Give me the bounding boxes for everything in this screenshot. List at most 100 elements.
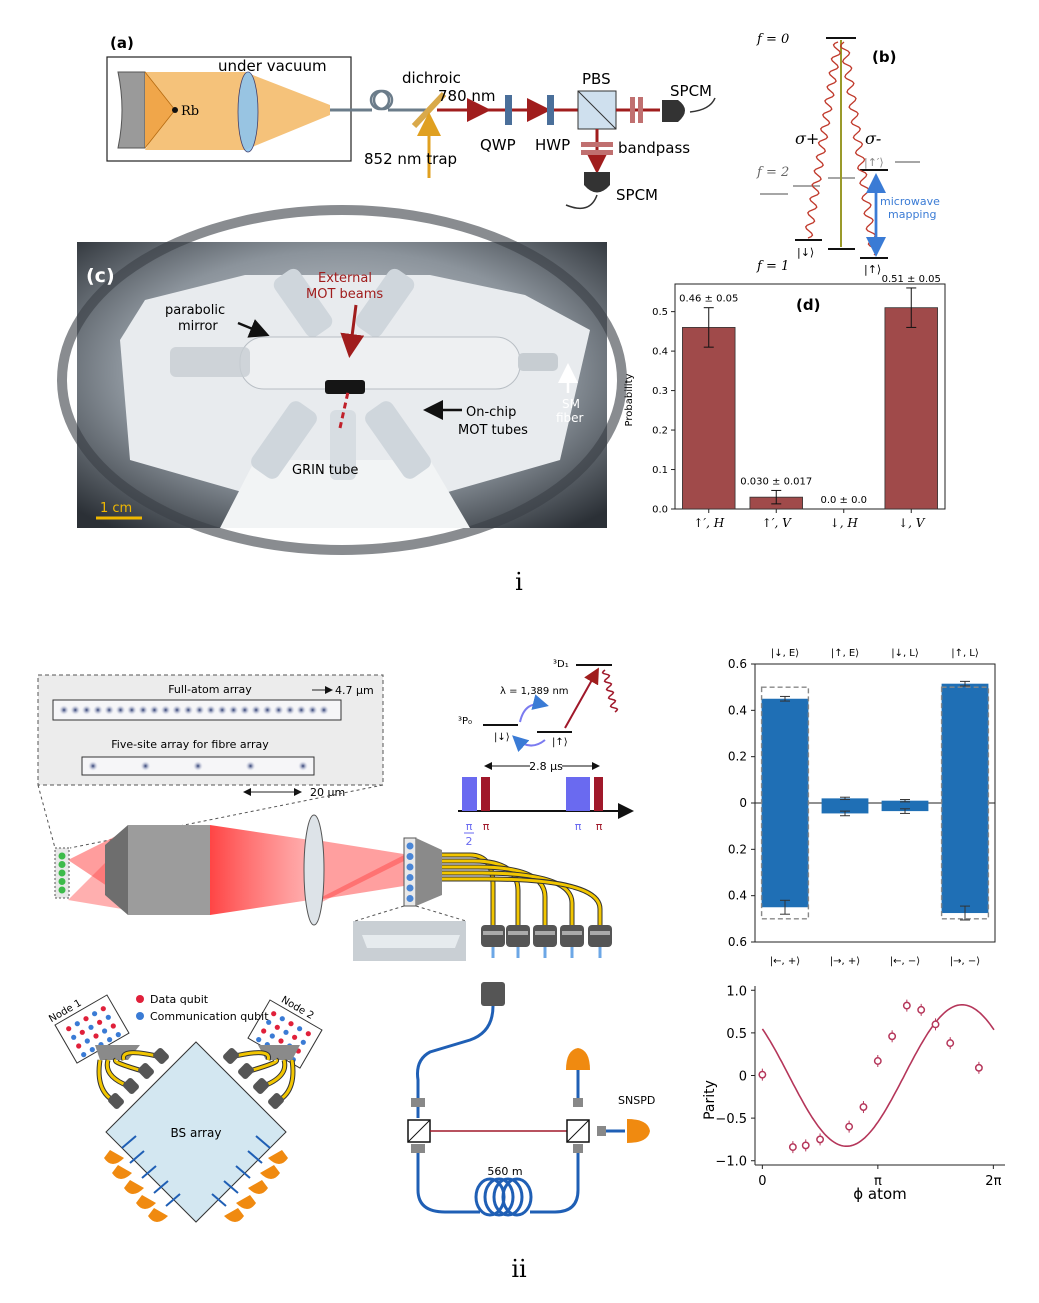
spcm-label-2: SPCM (616, 186, 658, 204)
fiber-cylinder (239, 336, 521, 390)
pi-pulse-2 (566, 777, 590, 811)
delay-fiber-left (416, 1153, 470, 1214)
net-det-fiber (153, 1180, 169, 1194)
parity-point (873, 1057, 882, 1065)
five-site-spot (298, 761, 308, 771)
parity-ylabel: Parity (702, 1080, 718, 1120)
sm-label-2: fiber (556, 411, 584, 425)
net-detector (224, 1208, 244, 1222)
mw-label-2: mapping (888, 208, 936, 221)
fiber-length-label: 560 m (487, 1165, 522, 1178)
panel-d-chart: (d) Probability 0.00.10.20.30.40.50.46 ±… (624, 274, 946, 530)
pbs2-port-bottom (573, 1144, 583, 1153)
qubit-dot (66, 1026, 72, 1032)
bar-top-category: |↓, E⟩ (771, 648, 799, 659)
data-qubit-legend-dot (136, 995, 144, 1003)
lens (237, 71, 259, 153)
full-array-spot (104, 705, 115, 715)
full-array-spot (285, 705, 295, 715)
duration-label-bg (530, 758, 562, 772)
beam-to-lens (210, 825, 310, 915)
panel-b-label: (b) (872, 48, 896, 66)
fiber-dot (406, 842, 414, 850)
ideal-outline (940, 686, 990, 920)
parabolic-label-2: mirror (178, 319, 218, 334)
qubit-dot (278, 1038, 284, 1044)
parity-ytick-label: 0.5 (726, 1027, 747, 1042)
full-array-spot (318, 705, 329, 715)
bar-ytick-label: 0.2 (728, 750, 747, 764)
parity-fit-curve (761, 1004, 995, 1147)
trap-label: 852 nm trap (364, 150, 457, 168)
fiber-connector-band (590, 931, 610, 935)
bar-ytick-label: 0.2 (728, 842, 747, 856)
external-mot-label-1: External (318, 271, 372, 286)
qwp-label: QWP (480, 136, 516, 154)
net-connector (153, 1048, 169, 1064)
d-xtick-label: ↓, V (898, 516, 926, 530)
tube-lens (303, 814, 325, 926)
pi-pulse-1 (481, 777, 490, 811)
qubit-dot (74, 1021, 80, 1027)
bs-array (105, 1041, 287, 1223)
qwp-plate (505, 95, 512, 125)
d-value-label: 0.030 ± 0.017 (740, 476, 812, 487)
parity-point (902, 1001, 911, 1010)
fiber-connector (481, 925, 505, 947)
qubit-dot (279, 1016, 285, 1022)
qubit-dot (288, 1021, 294, 1027)
parity-point (801, 1141, 810, 1150)
pi-half-den: 2 (466, 835, 473, 848)
ket-down-label: |↓⟩ (797, 246, 814, 259)
bar-bottom (821, 803, 869, 814)
bar-top-category: |↑, L⟩ (951, 648, 979, 659)
sigma-plus-label: σ+ (795, 129, 819, 148)
full-array-spots (59, 705, 329, 715)
excite-arrow (564, 667, 599, 729)
bar-ytick-label: 0.6 (728, 935, 747, 949)
d-ytick-label: 0.2 (652, 426, 668, 437)
full-array-spot (205, 705, 216, 715)
spcm-detector-1 (662, 100, 685, 122)
full-array-spot (228, 705, 239, 715)
atom-dot (58, 886, 66, 894)
sm-label-1: SM (562, 397, 580, 411)
under-vacuum-label: under vacuum (218, 57, 327, 75)
bar-top-category: |↑, E⟩ (831, 648, 859, 659)
hwp-plate (547, 95, 554, 125)
onchip-label-1: On-chip (466, 405, 516, 420)
atom-array-dots (58, 852, 66, 894)
onchip-label-2: MOT tubes (458, 423, 528, 438)
objective-nose (105, 825, 128, 915)
parity-xtick-label: 2π (985, 1174, 1001, 1189)
pi-pulse-3 (594, 777, 603, 811)
qubit-dot (271, 1011, 277, 1017)
full-array-spot (59, 705, 69, 715)
mot-tubes (251, 268, 431, 480)
parity-point (859, 1103, 868, 1111)
bar-bottom (761, 803, 809, 908)
fiber-connector-band (508, 931, 528, 935)
qubit-dot (300, 1039, 306, 1045)
fiber-ferrule-left (170, 347, 250, 377)
qubit-dot (100, 1006, 106, 1012)
full-array-spot (138, 705, 149, 715)
beam-cross (316, 852, 410, 905)
net-detector (236, 1195, 256, 1209)
spcm-cable-1 (689, 97, 716, 113)
net-detector (268, 1150, 288, 1164)
photo-guide-1 (354, 905, 405, 922)
qubit-dot (79, 1029, 85, 1035)
parity-ytick-label: 0 (739, 1070, 747, 1085)
pi-label-1: π (483, 820, 490, 833)
bar-ytick-label: 0.4 (728, 889, 747, 903)
duration-label: 2.8 μs (529, 760, 563, 773)
parity-point (946, 1039, 955, 1048)
rb-atom (172, 107, 178, 113)
d-value-label: 0.0 ± 0.0 (820, 495, 867, 506)
five-site-spot (193, 761, 203, 771)
pi-half-pulse (462, 777, 477, 811)
d-bar (884, 307, 938, 510)
mot-tube-1 (273, 268, 333, 338)
pbs-label: PBS (582, 70, 611, 88)
